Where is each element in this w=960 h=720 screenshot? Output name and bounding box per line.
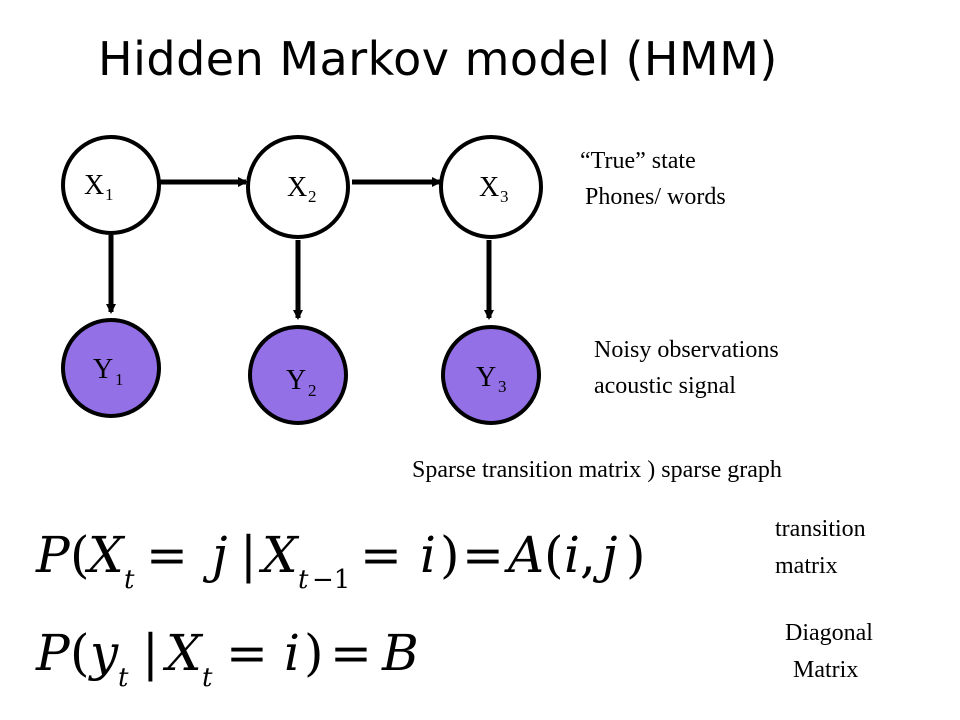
observed-node-y1: Y 1	[61, 318, 161, 418]
node-letter: Y	[476, 362, 496, 393]
svg-text:t: t	[118, 663, 129, 693]
sparse-graph-label: Sparse transition matrix ) sparse graph	[412, 457, 782, 483]
hidden-node-x3: X 3	[439, 135, 543, 239]
node-letter: Y	[286, 365, 306, 396]
svg-text:X: X	[162, 624, 204, 682]
hidden-node-x2: X 2	[246, 135, 350, 239]
svg-text:j: j	[202, 526, 228, 584]
svg-text:X: X	[84, 526, 126, 584]
node-letter: X	[479, 172, 499, 203]
svg-text:): )	[626, 526, 646, 584]
svg-text:=: =	[360, 526, 402, 584]
diagonal-matrix-label: Matrix	[793, 657, 858, 683]
svg-text:i: i	[420, 526, 436, 584]
page-title: Hidden Markov model (HMM)	[98, 32, 778, 86]
svg-text:A: A	[504, 526, 544, 584]
matrix-label: matrix	[775, 553, 838, 579]
svg-text:|: |	[142, 624, 159, 682]
node-letter: Y	[93, 354, 113, 385]
svg-text:(: (	[70, 624, 90, 682]
svg-text:): )	[304, 624, 324, 682]
node-index: 1	[115, 370, 124, 389]
svg-text:P: P	[35, 624, 71, 682]
observed-node-y2: Y 2	[248, 325, 348, 425]
phones-words-label: Phones/ words	[585, 184, 726, 210]
svg-text:t: t	[298, 565, 309, 595]
svg-text:−1: −1	[312, 565, 350, 595]
emission-equation: P ( y t | X t = i ) = B	[35, 624, 419, 693]
node-index: 2	[308, 381, 317, 400]
hidden-node-x1: X 1	[61, 135, 161, 235]
diagonal-label: Diagonal	[785, 620, 873, 646]
node-letter: X	[84, 170, 104, 201]
node-index: 3	[500, 187, 509, 206]
svg-text:P: P	[35, 526, 71, 584]
svg-text:i: i	[284, 624, 300, 682]
noisy-observations-label: Noisy observations	[594, 337, 779, 363]
svg-text:,: ,	[580, 526, 596, 584]
node-letter: X	[287, 172, 307, 203]
svg-text:=: =	[462, 526, 504, 584]
svg-text:t: t	[202, 663, 213, 693]
node-index: 3	[498, 377, 507, 396]
svg-text:): )	[440, 526, 460, 584]
svg-text:=: =	[330, 624, 372, 682]
svg-text:(: (	[70, 526, 90, 584]
svg-text:B: B	[381, 624, 419, 682]
true-state-label: “True” state	[580, 148, 696, 174]
acoustic-signal-label: acoustic signal	[594, 373, 736, 399]
node-index: 2	[308, 187, 317, 206]
svg-text:=: =	[146, 526, 188, 584]
svg-text:t: t	[124, 565, 135, 595]
observed-node-y3: Y 3	[441, 325, 541, 425]
svg-text:|: |	[240, 526, 257, 584]
svg-text:i: i	[564, 526, 580, 584]
node-index: 1	[105, 185, 114, 204]
svg-text:(: (	[544, 526, 564, 584]
svg-text:X: X	[258, 526, 300, 584]
transition-label: transition	[775, 516, 866, 542]
svg-text:=: =	[226, 624, 268, 682]
svg-text:y: y	[88, 624, 119, 682]
transition-equation: P ( X t = j | X t −1 = i ) = A ( i , j )	[35, 526, 646, 595]
